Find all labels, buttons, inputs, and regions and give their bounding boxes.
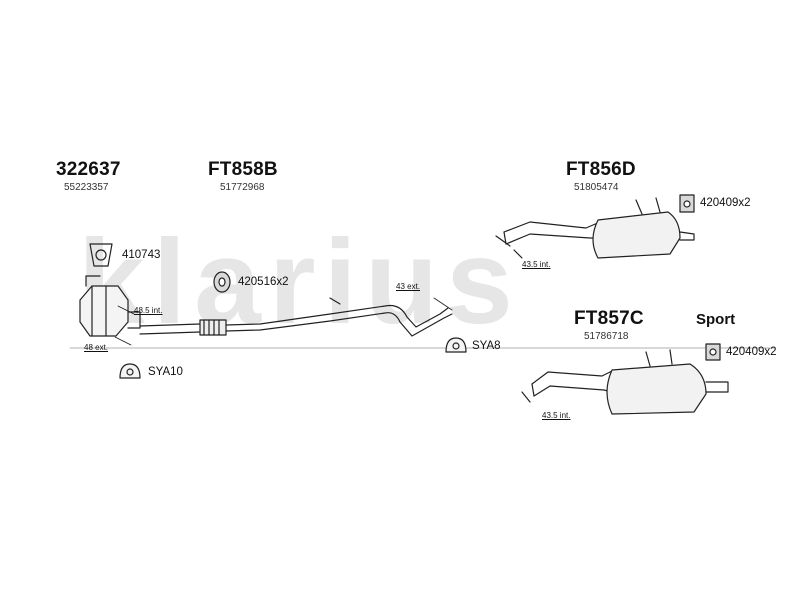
oem-number-51805474: 51805474 bbox=[574, 182, 619, 193]
dim-43-5-int-bottom: 43.5 int. bbox=[542, 411, 571, 420]
sport-label: Sport bbox=[696, 311, 736, 328]
dim-48-ext: 48 ext. bbox=[84, 343, 109, 352]
gasket-label: 410743 bbox=[122, 249, 161, 261]
hanger-bottom-icon bbox=[705, 343, 721, 361]
oem-number-55223357: 55223357 bbox=[64, 182, 109, 193]
rear-silencer-ft856d bbox=[495, 197, 695, 259]
sya8-icon bbox=[445, 337, 467, 353]
dim-48-5-int: 48.5 int. bbox=[134, 306, 163, 315]
front-pipe bbox=[139, 297, 453, 337]
catalytic-converter bbox=[79, 275, 141, 337]
dim-43-5-int-top: 43.5 int. bbox=[522, 260, 551, 269]
clamp-420516-icon bbox=[213, 271, 231, 293]
part-number-ft858b: FT858B bbox=[208, 159, 278, 180]
sport-silencer-ft857c bbox=[521, 349, 729, 415]
dim-43-ext: 43 ext. bbox=[396, 282, 421, 291]
sya10-label: SYA10 bbox=[148, 366, 183, 378]
sya8-label: SYA8 bbox=[472, 340, 501, 352]
hanger-top-icon bbox=[679, 194, 695, 213]
part-number-ft856d: FT856D bbox=[566, 159, 636, 180]
hanger-top-label: 420409x2 bbox=[700, 197, 751, 209]
hanger-bottom-label: 420409x2 bbox=[726, 346, 777, 358]
part-number-ft857c: FT857C bbox=[574, 308, 644, 329]
oem-number-51772968: 51772968 bbox=[220, 182, 265, 193]
part-number-322637: 322637 bbox=[56, 159, 121, 180]
sya10-icon bbox=[119, 363, 141, 379]
gasket-410743-icon bbox=[89, 243, 113, 267]
oem-number-51786718: 51786718 bbox=[584, 331, 629, 342]
clamp-label: 420516x2 bbox=[238, 276, 289, 288]
